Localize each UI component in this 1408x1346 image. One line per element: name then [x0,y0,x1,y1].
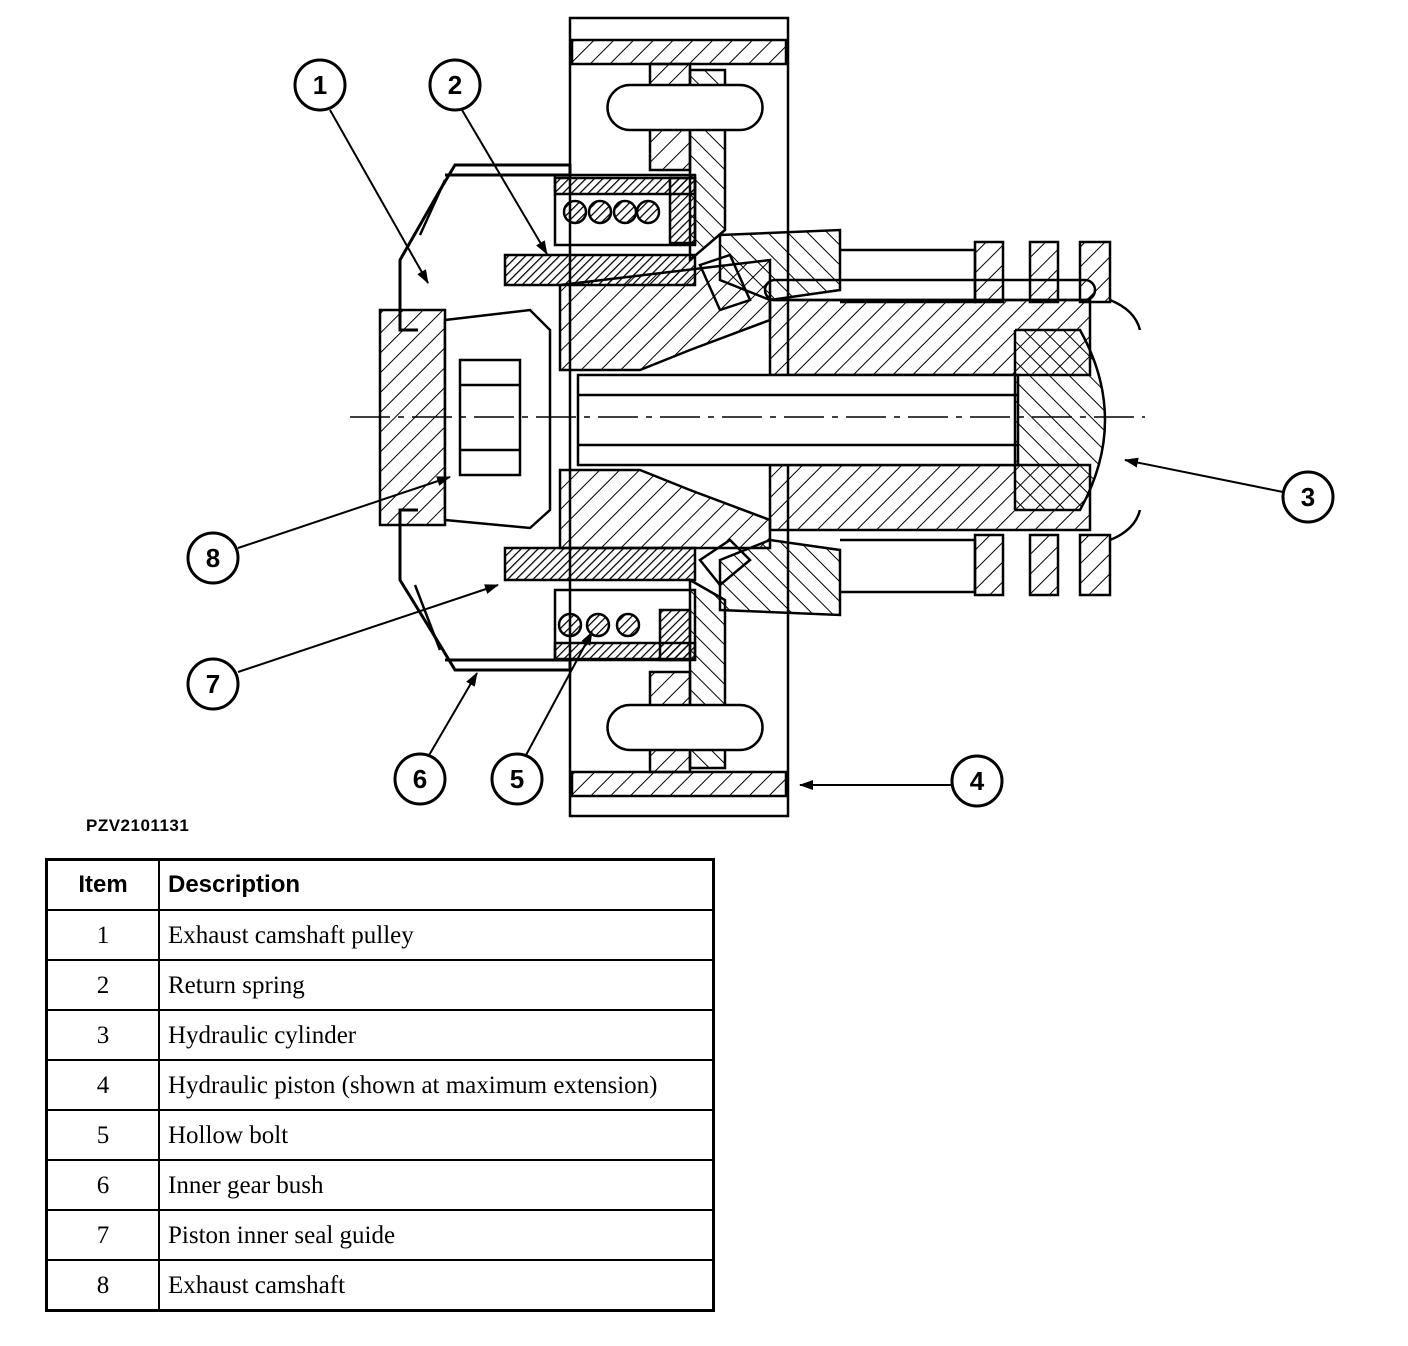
table-row: 4 Hydraulic piston (shown at maximum ext… [45,1059,715,1111]
row-description: Piston inner seal guide [158,1209,715,1261]
row-description: Hydraulic cylinder [158,1009,715,1061]
header-description: Description [158,858,715,911]
cross-section-diagram: 1 2 3 4 5 6 7 8 [186,16,1335,818]
row-description: Return spring [158,959,715,1011]
callout-6-label: 6 [413,764,427,794]
table-row: 2 Return spring [45,959,715,1011]
table-row: 5 Hollow bolt [45,1109,715,1161]
pulley-assembly [350,16,1145,818]
table-row: 6 Inner gear bush [45,1159,715,1211]
callout-6: 6 [393,752,447,806]
callout-5: 5 [490,752,544,806]
row-item-number: 1 [45,909,160,961]
table-row: 8 Exhaust camshaft [45,1259,715,1312]
callout-4: 4 [950,754,1004,808]
row-item-number: 8 [45,1259,160,1312]
table-row: 7 Piston inner seal guide [45,1209,715,1261]
figure-code: PZV2101131 [86,816,190,835]
header-item: Item [45,858,160,911]
callout-1-label: 1 [313,70,327,100]
row-item-number: 6 [45,1159,160,1211]
callout-7: 7 [186,657,240,711]
table-row: 1 Exhaust camshaft pulley [45,909,715,961]
callout-2-label: 2 [448,70,462,100]
row-description: Hydraulic piston (shown at maximum exten… [158,1059,715,1111]
callout-3: 3 [1281,470,1335,524]
callout-5-label: 5 [510,764,524,794]
callout-8: 8 [186,531,240,585]
leader-lines [237,109,1284,790]
row-description: Inner gear bush [158,1159,715,1211]
row-item-number: 5 [45,1109,160,1161]
callout-4-label: 4 [970,766,985,796]
parts-table: Item Description 1 Exhaust camshaft pull… [45,858,715,1312]
table-header-row: Item Description [45,858,715,911]
row-item-number: 2 [45,959,160,1011]
callout-7-label: 7 [206,669,220,699]
callout-2: 2 [428,58,482,112]
row-item-number: 4 [45,1059,160,1111]
callout-1: 1 [293,58,347,112]
row-item-number: 7 [45,1209,160,1261]
row-item-number: 3 [45,1009,160,1061]
row-description: Exhaust camshaft [158,1259,715,1312]
callout-3-label: 3 [1301,482,1315,512]
row-description: Hollow bolt [158,1109,715,1161]
table-row: 3 Hydraulic cylinder [45,1009,715,1061]
row-description: Exhaust camshaft pulley [158,909,715,961]
callout-8-label: 8 [206,543,220,573]
